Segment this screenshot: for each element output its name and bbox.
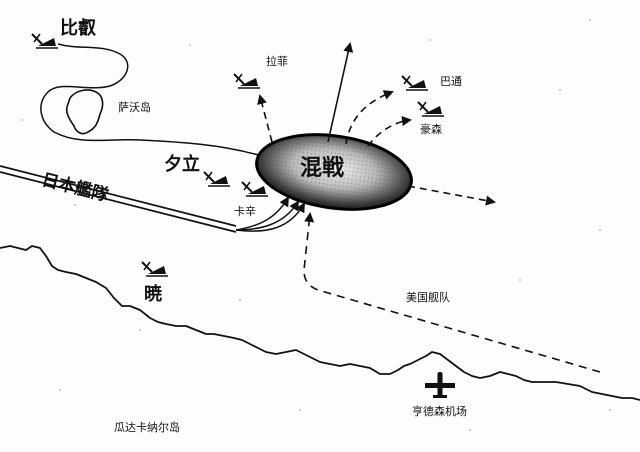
label-kasumi: 卡辛 [234,205,256,218]
sinking-ship-icon [233,73,260,89]
label-akatsuki: 暁 [144,284,162,305]
dashed-arrow-lafey [257,94,273,143]
label-aaron-ward: 豪森 [420,123,442,136]
savo-island-shape [65,89,104,135]
arrow-north [327,42,354,143]
airplane-icon [425,372,455,398]
sinking-ship-icon [401,75,428,91]
sinking-ship-icon [417,101,444,117]
guadalcanal-coastline [0,245,640,401]
label-lafey: 拉菲 [266,55,288,68]
hiei-track [40,43,263,157]
attack-arrow-1 [235,196,290,231]
label-us-fleet: 美国舰队 [406,291,450,304]
japanese-fleet-track-lower [0,171,237,233]
attack-arrow-2 [235,200,300,231]
label-guadalcanal: 瓜达卡纳尔岛 [114,421,180,434]
sinking-ship-icon [31,33,58,49]
sinking-ship-icon [241,181,268,197]
dashed-arrow-aaron-ward [367,116,412,147]
attack-arrow-3 [235,202,306,232]
label-melee: 混戦 [300,156,345,181]
japanese-fleet-track-upper [0,165,237,227]
label-henderson-field: 亨德森机场 [412,405,467,418]
melee-texture [264,140,404,204]
label-barton: 巴通 [440,75,462,88]
sinking-ship-icon [203,171,230,187]
dashed-arrow-east [407,185,496,206]
label-hiei: 比叡 [60,18,96,39]
us-fleet-track [303,212,601,373]
label-yudachi: 夕立 [164,154,200,175]
label-savo-island: 萨沃岛 [118,101,151,114]
sinking-ship-icon [141,261,168,277]
paper-speckle [21,19,611,431]
dashed-arrow-barton [345,90,394,145]
